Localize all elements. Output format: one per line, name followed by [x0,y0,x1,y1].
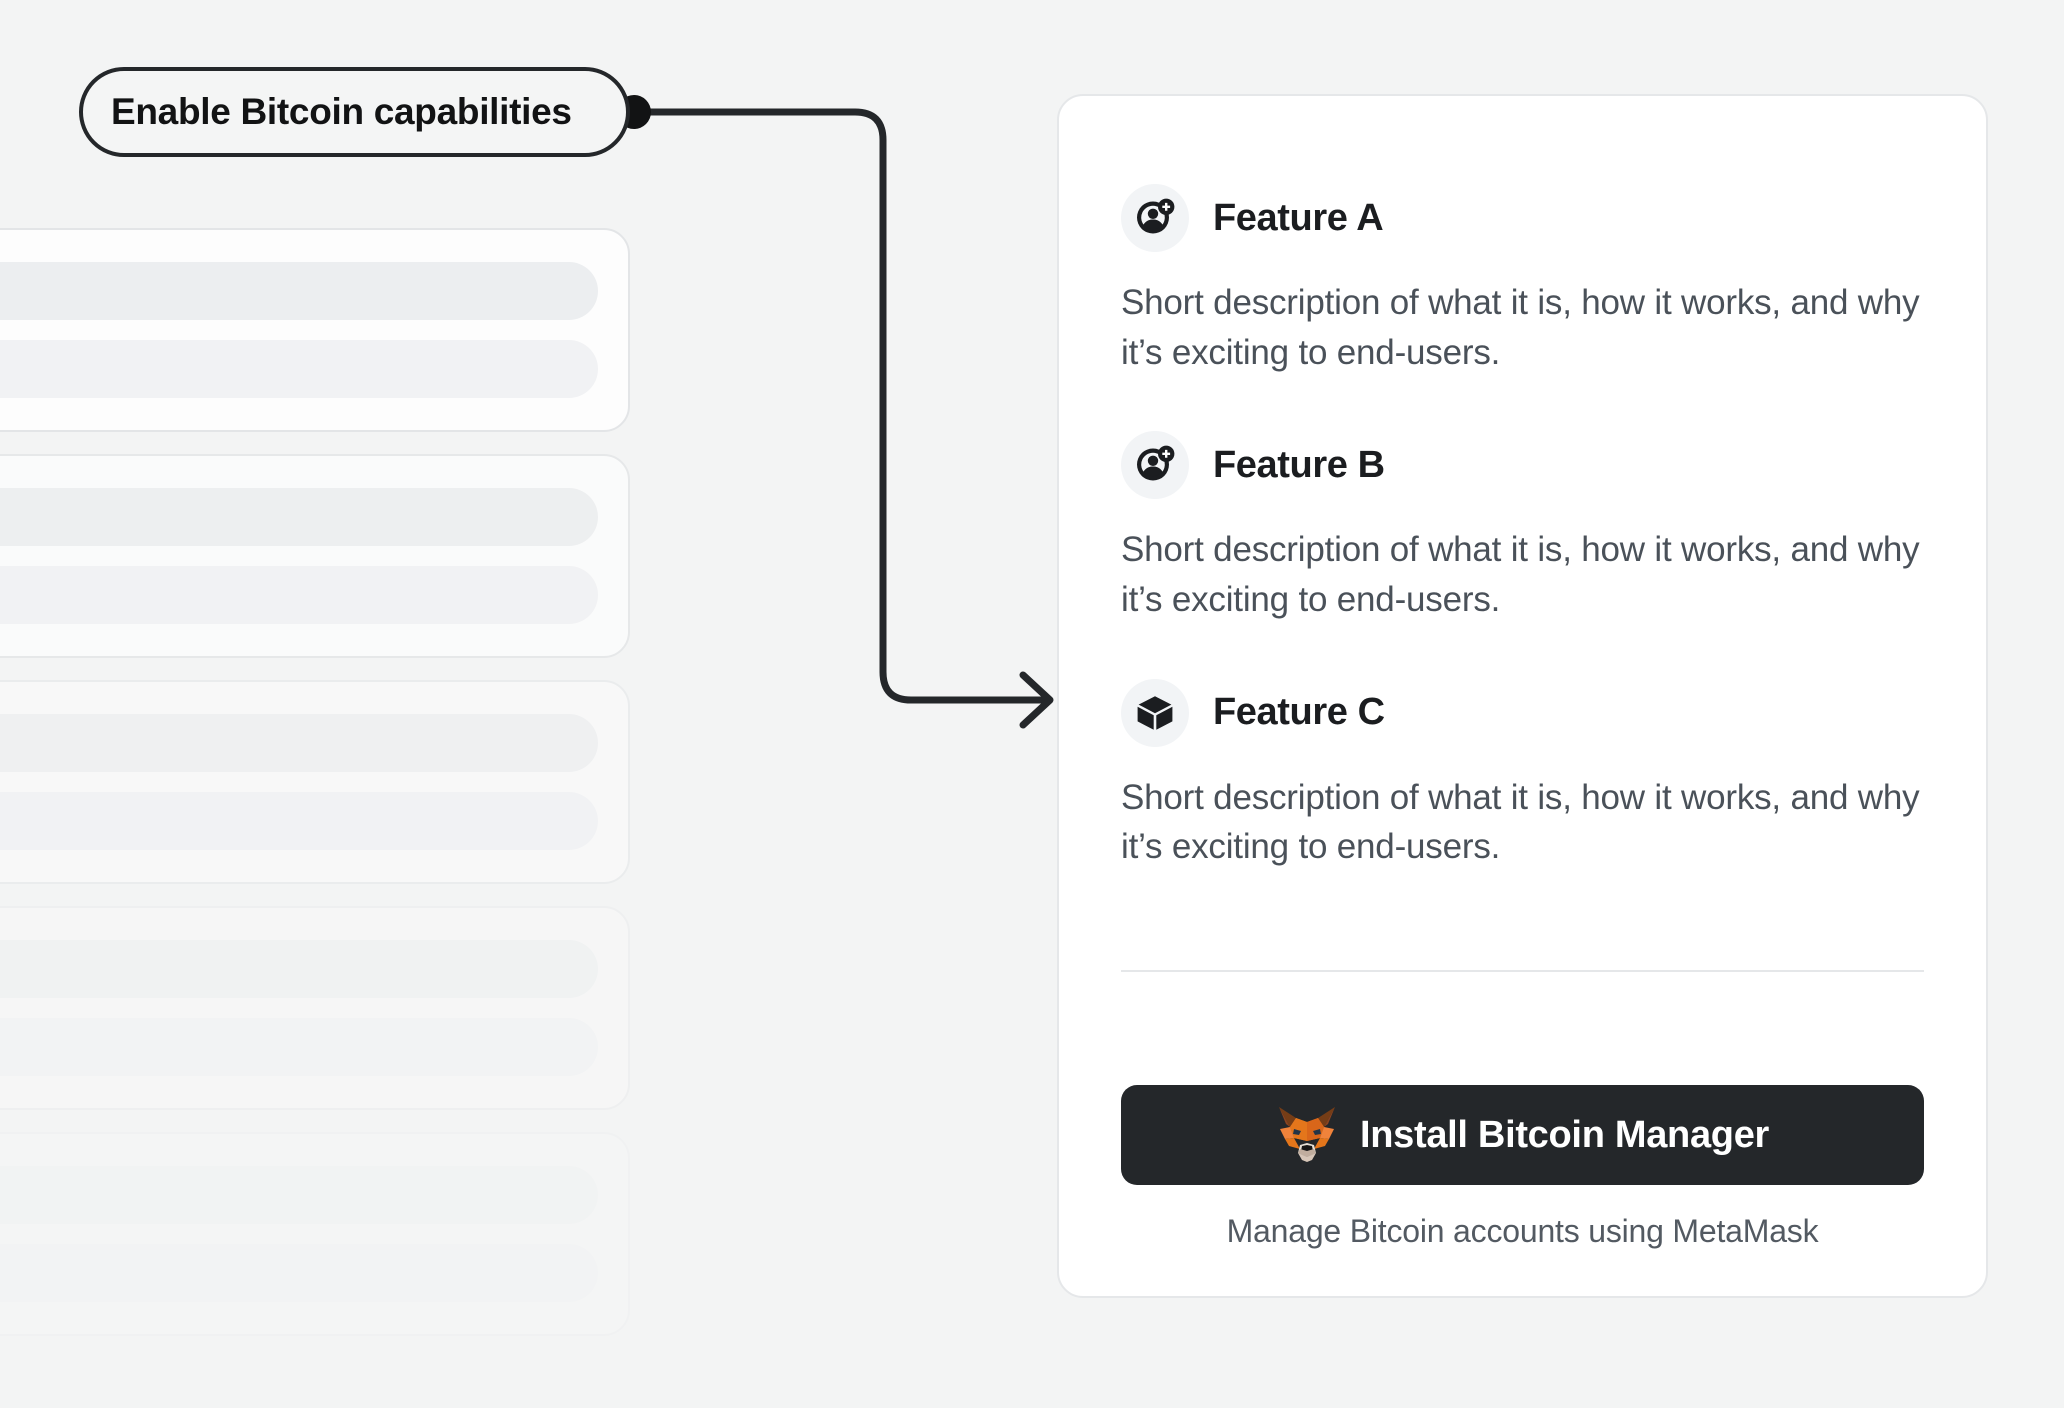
skeleton-bar [0,1244,598,1302]
feature-header: Feature A [1121,184,1924,252]
metamask-fox-icon [1276,1105,1338,1166]
install-button-label: Install Bitcoin Manager [1359,1113,1770,1156]
annotation-callout: Enable Bitcoin capabilities [79,67,630,157]
card-divider [1121,970,1924,973]
install-bitcoin-manager-button[interactable]: Install Bitcoin Manager [1121,1085,1924,1185]
skeleton-card [0,454,630,658]
skeleton-bar [0,566,598,624]
skeleton-bar [0,340,598,398]
bitcoin-features-card: Feature A Short description of what it i… [1057,94,1988,1298]
account-add-icon [1121,431,1189,500]
connector-line [632,108,1050,704]
skeleton-card [0,680,630,884]
feature-list: Feature A Short description of what it i… [1059,96,1986,1027]
skeleton-card [0,228,630,432]
skeleton-bar [0,1018,598,1076]
feature-item-a: Feature A Short description of what it i… [1121,184,1924,377]
feature-description: Short description of what it is, how it … [1121,530,1920,620]
feature-description: Short description of what it is, how it … [1121,283,1920,372]
skeleton-bar [0,940,598,998]
cube-icon [1121,678,1189,747]
skeleton-card [0,1132,630,1336]
skeleton-bar [0,1166,598,1224]
feature-title: Feature B [1213,443,1385,486]
card-footer: Install Bitcoin Manager Manage Bitcoin a… [1059,1027,1986,1296]
feature-description: Short description of what it is, how it … [1121,777,1920,867]
feature-item-c: Feature C Short description of what it i… [1121,678,1924,872]
skeleton-bar [0,488,598,546]
skeleton-bar [0,262,598,320]
skeleton-bar [0,714,598,772]
footer-caption: Manage Bitcoin accounts using MetaMask [1226,1213,1819,1249]
feature-header: Feature B [1121,431,1924,500]
feature-title: Feature A [1213,196,1384,239]
placeholder-account-list [0,228,630,1358]
annotation-label: Enable Bitcoin capabilities [111,91,572,132]
arrow-right-icon [1019,671,1054,729]
feature-header: Feature C [1121,678,1924,747]
feature-title: Feature C [1213,691,1385,734]
skeleton-bar [0,792,598,850]
skeleton-card [0,906,630,1110]
account-add-icon [1121,184,1189,252]
feature-item-b: Feature B Short description of what it i… [1121,431,1924,624]
